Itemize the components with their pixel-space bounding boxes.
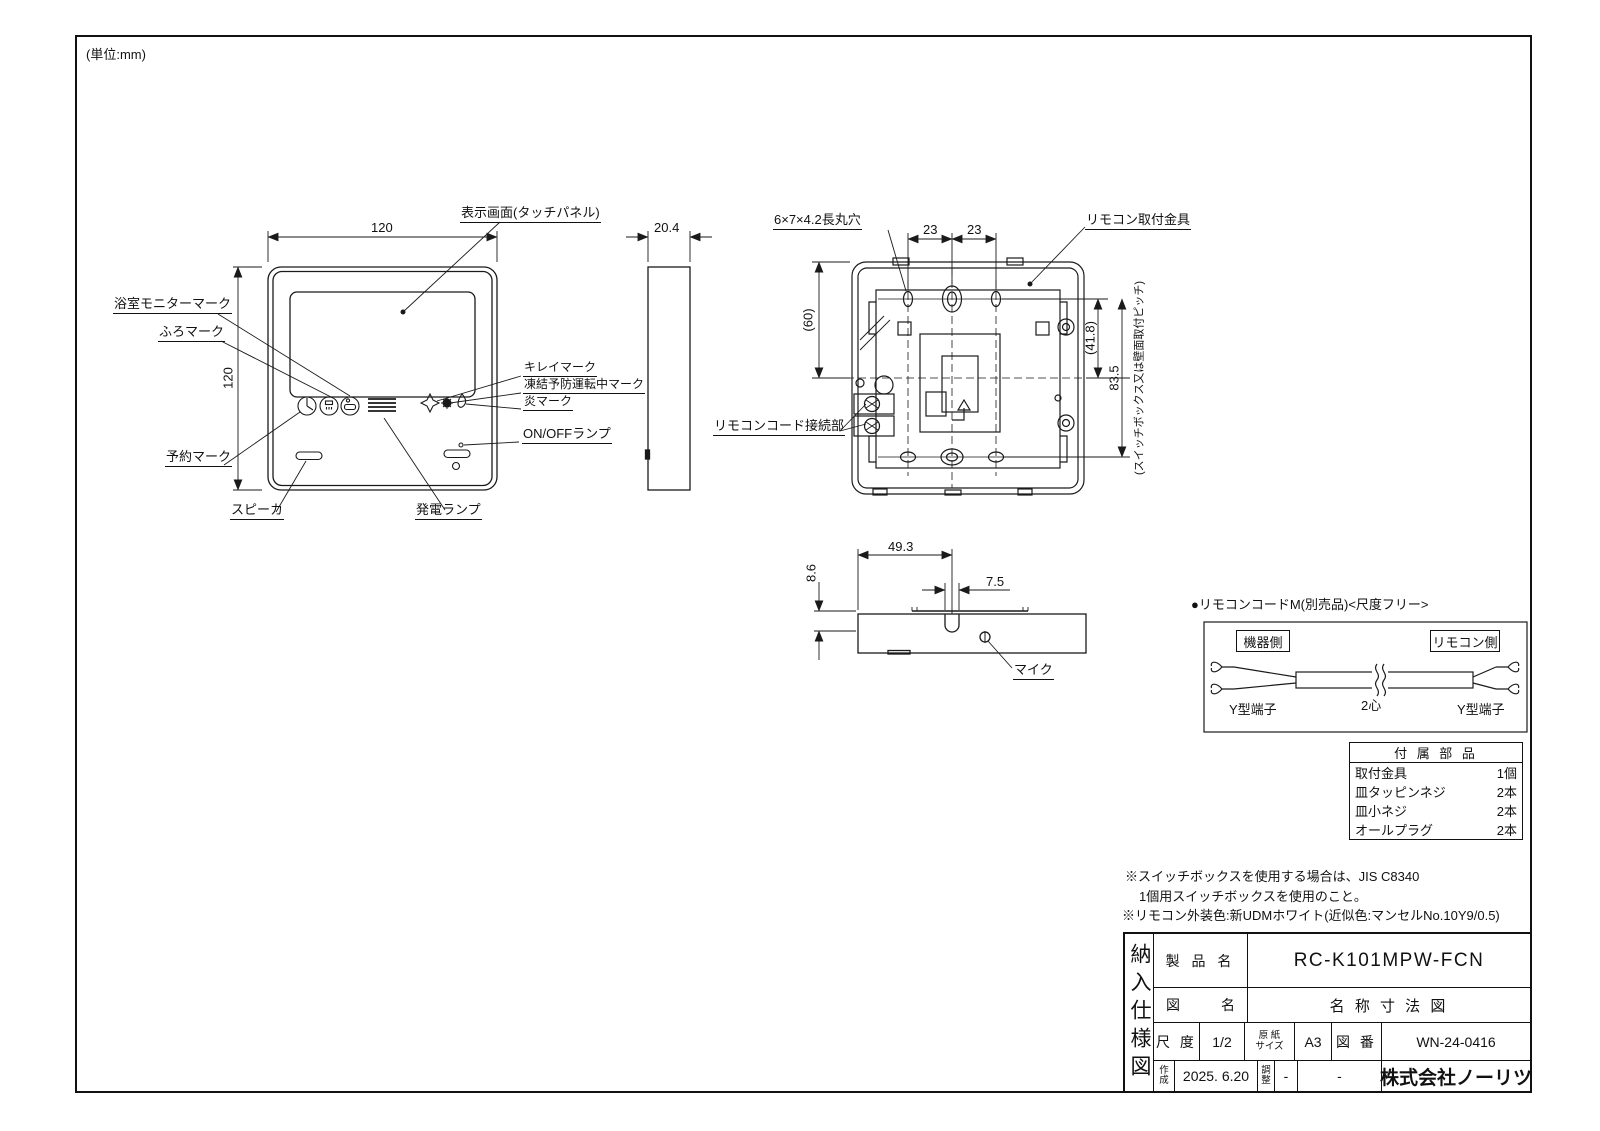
cord-terminal-right: Y型端子 [1457, 702, 1505, 717]
adjust-value: - [1275, 1061, 1298, 1091]
dim-bottom-7-5: 7.5 [986, 574, 1005, 589]
paper-size-label: 原 紙 サイズ [1245, 1023, 1295, 1061]
dim-side-depth: 20.4 [654, 220, 680, 235]
table-row: 皿タッピンネジ 2本 [1350, 782, 1522, 801]
label-bath-monitor-mark: 浴室モニターマーク [113, 296, 233, 314]
accessory-qty: 2本 [1496, 804, 1517, 819]
cord-remote-side-box: リモコン側 [1430, 630, 1500, 652]
drawing-name-label-left: 図 [1166, 997, 1180, 1013]
accessory-qty: 2本 [1496, 823, 1517, 838]
accessory-name: 皿タッピンネジ [1355, 785, 1446, 800]
dim-front-width: 120 [371, 220, 393, 235]
accessories-table: 付 属 部 品 取付金具 1個 皿タッピンネジ 2本 皿小ネジ 2本 オールプラ… [1349, 742, 1523, 840]
extra-value: - [1298, 1061, 1382, 1091]
dim-pitch-left-23: 23 [923, 222, 938, 237]
side-view-linework [644, 266, 691, 491]
cord-core-count: 2心 [1361, 698, 1382, 713]
cord-terminal-left: Y型端子 [1229, 702, 1277, 717]
drawing-name-value: 名 称 寸 法 図 [1248, 988, 1530, 1023]
product-name-label: 製 品 名 [1154, 934, 1248, 988]
paper-size-value: A3 [1295, 1023, 1332, 1061]
label-on-off-lamp: ON/OFFランプ [522, 426, 612, 444]
drawing-number-label: 図 番 [1332, 1023, 1382, 1061]
accessory-qty: 2本 [1496, 785, 1517, 800]
title-block: 納入仕様図 製 品 名 RC-K101MPW-FCN 図 名 名 称 寸 法 図… [1123, 932, 1532, 1093]
dim-rear-pitch-note: (スイッチボックス又は壁面取付ピッチ) [1133, 281, 1146, 475]
dim-bottom-8-6: 8.6 [803, 563, 819, 583]
accessory-name: 皿小ネジ [1355, 804, 1408, 819]
note-switchbox-2: 1個用スイッチボックスを使用のこと。 [1139, 889, 1367, 904]
label-generation-lamp: 発電ランプ [415, 502, 482, 520]
title-block-doc-type: 納入仕様図 [1125, 934, 1154, 1091]
product-name-value: RC-K101MPW-FCN [1248, 934, 1530, 988]
dim-rear-41-8: (41.8) [1082, 321, 1098, 355]
scale-label: 尺 度 [1154, 1023, 1200, 1061]
label-speaker: スピーカ [230, 502, 285, 520]
dim-bottom-49-3: 49.3 [888, 539, 914, 554]
scale-value: 1/2 [1200, 1023, 1245, 1061]
label-kirei-mark: キレイマーク [523, 360, 598, 377]
label-mic: マイク [1013, 662, 1054, 680]
label-screen: 表示画面(タッチパネル) [460, 205, 601, 223]
accessory-name: オールプラグ [1355, 823, 1434, 838]
leader-lines [217, 221, 1086, 669]
table-row: オールプラグ 2本 [1350, 820, 1522, 839]
label-cord-connection: リモコンコード接続部 [713, 418, 846, 436]
table-row: 皿小ネジ 2本 [1350, 801, 1522, 820]
dim-front-height: 120 [220, 367, 236, 389]
created-date-value: 2025. 6.20 [1175, 1061, 1258, 1091]
dim-rear-83-5: 83.5 [1106, 365, 1122, 391]
drawing-name-label-right: 名 [1221, 997, 1235, 1013]
front-view-linework [267, 266, 498, 491]
drawing-number-value: WN-24-0416 [1382, 1023, 1530, 1061]
label-flame-mark: 炎マーク [523, 394, 574, 411]
table-row: 取付金具 1個 [1350, 763, 1522, 782]
cord-equipment-side-box: 機器側 [1236, 630, 1290, 652]
dim-rear-60: (60) [800, 308, 816, 332]
note-switchbox-1: ※スイッチボックスを使用する場合は、JIS C8340 [1125, 869, 1420, 884]
rear-view-linework [846, 257, 1134, 496]
accessories-table-header: 付 属 部 品 [1350, 743, 1522, 763]
created-label: 作 成 [1154, 1061, 1175, 1091]
label-oblong-hole: 6×7×4.2長丸穴 [773, 212, 862, 230]
drawing-name-label: 図 名 [1154, 988, 1248, 1023]
cord-diagram-linework [1203, 621, 1528, 733]
units-note: (単位:mm) [86, 47, 146, 62]
label-reservation-mark: 予約マーク [165, 449, 233, 467]
dimension-lines [233, 231, 1130, 660]
label-frost-prevention-mark: 凍結予防運転中マーク [523, 377, 646, 394]
dim-pitch-right-23: 23 [967, 222, 982, 237]
accessory-qty: 1個 [1496, 766, 1517, 781]
adjust-label: 調 整 [1258, 1061, 1275, 1091]
bottom-view-linework [857, 607, 1087, 655]
drawing-border-frame [75, 35, 1532, 1093]
label-bath-mark: ふろマーク [158, 324, 226, 342]
accessory-name: 取付金具 [1355, 766, 1408, 781]
company-logo: 株式会社ノーリツ [1380, 1067, 1533, 1089]
note-color: ※リモコン外装色:新UDMホワイト(近似色:マンセルNo.10Y9/0.5) [1122, 908, 1500, 923]
label-mounting-bracket: リモコン取付金具 [1085, 212, 1192, 230]
cord-diagram-title: ●リモコンコードM(別売品)<尺度フリー> [1191, 597, 1429, 612]
